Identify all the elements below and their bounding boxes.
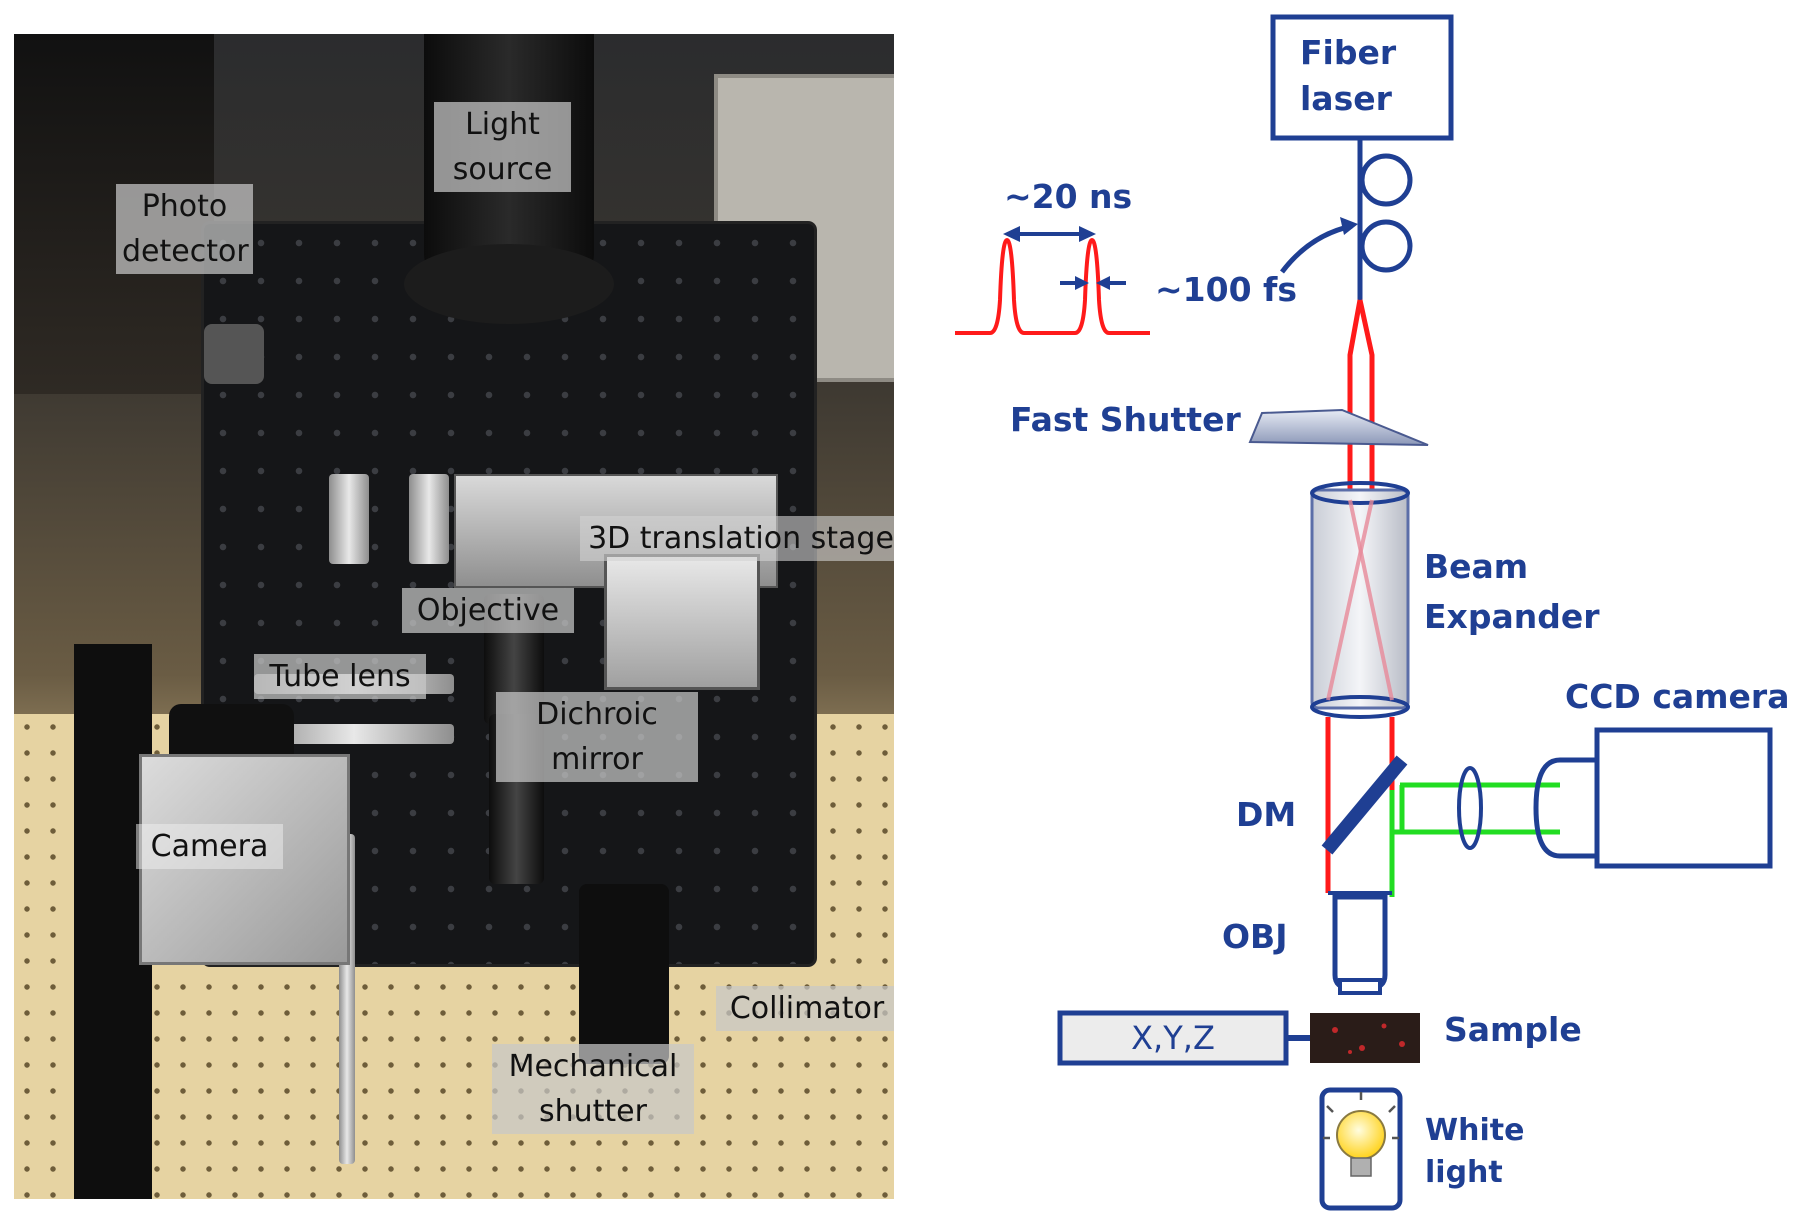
fiber-arrow	[1280, 223, 1353, 274]
objective-tip	[1338, 978, 1382, 995]
ccd-camera-box	[1594, 727, 1773, 869]
sample-block	[1310, 1013, 1420, 1063]
label-fast-shutter: Fast Shutter	[1010, 400, 1241, 439]
label-xyz-stage: X,Y,Z	[1131, 1019, 1215, 1057]
pulse-spacing-arrowhead	[1079, 226, 1096, 242]
label-fiber-laser: Fiber laser	[1300, 33, 1397, 118]
label-objective: Objective	[402, 588, 574, 633]
label-photo-detector: Photo detector	[116, 184, 253, 274]
beam-expander-lens-bottom	[1310, 695, 1410, 719]
pulse-width-arrowhead	[1075, 276, 1089, 290]
fiber-loop	[1359, 219, 1413, 273]
fast-shutter	[1248, 408, 1429, 446]
label-obj: OBJ	[1222, 917, 1288, 956]
label-ccd-camera: CCD camera	[1565, 677, 1790, 716]
label-dichroic-mirror: Dichroic mirror	[496, 692, 698, 782]
beam-expander-ray	[1326, 499, 1374, 701]
fiber-arrowhead	[1340, 217, 1358, 235]
label-translation-stage: 3D translation stage	[580, 516, 894, 561]
label-white-light: White light	[1425, 1113, 1525, 1190]
mount-knob	[409, 474, 449, 564]
dichroic-mirror	[1321, 755, 1408, 855]
label-pulse-spacing: ~20 ns	[1004, 177, 1133, 216]
bulb-base	[1350, 1157, 1372, 1177]
beam-expander-body	[1310, 488, 1410, 710]
label-beam-expander: Beam Expander	[1424, 547, 1600, 636]
laser-beam-left	[1347, 299, 1363, 490]
label-tube-lens: Tube lens	[254, 654, 426, 699]
pulse-train	[955, 237, 1150, 335]
tube-lens-rod-lower	[254, 724, 454, 744]
label-pulse-width: ~100 fs	[1155, 270, 1298, 309]
setup-photo: Light source Photo detector 3D translati…	[14, 34, 894, 1199]
laser-beam-right	[1357, 299, 1375, 490]
label-collimator: Collimator	[716, 986, 894, 1031]
fiber-loop	[1359, 153, 1413, 207]
beam-expander-ray	[1348, 499, 1394, 701]
mount-knob	[329, 474, 369, 564]
label-light-source: Light source	[434, 102, 571, 192]
ccd-camera-nose	[1533, 757, 1597, 859]
pulse-width-arrowhead	[1096, 276, 1110, 290]
shutter-housing	[579, 884, 669, 1064]
label-camera: Camera	[136, 824, 283, 869]
label-mechanical-shutter: Mechanical shutter	[492, 1044, 694, 1134]
light-source-ring	[404, 244, 614, 324]
bulb-glass	[1336, 1110, 1386, 1160]
label-sample: Sample	[1444, 1010, 1582, 1049]
pulse-spacing-arrowhead	[1003, 226, 1020, 242]
translation-stage-plate	[604, 554, 760, 690]
photo-detector-body	[204, 324, 264, 384]
label-dm: DM	[1236, 795, 1297, 834]
objective-body	[1332, 894, 1388, 991]
beam-expander-lens-top	[1310, 481, 1410, 505]
fiber-laser-box	[1270, 14, 1454, 141]
tube-lens	[1457, 766, 1483, 850]
